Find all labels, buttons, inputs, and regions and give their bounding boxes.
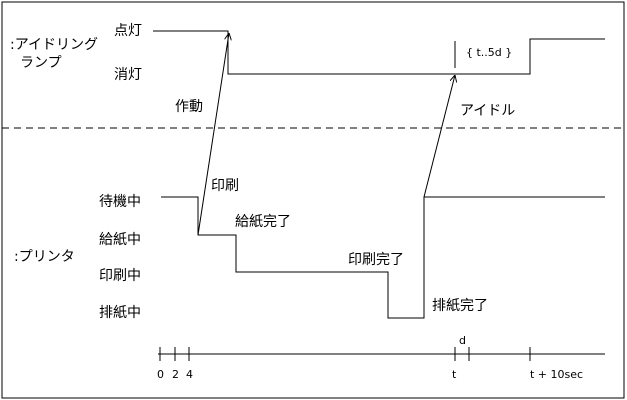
duration-constraint: { t..5d } <box>466 46 512 59</box>
lamp-state-timeline <box>153 30 605 75</box>
printer-state-printing-label: 印刷中 <box>99 268 141 284</box>
printer-state-ejecting-label: 排紙中 <box>99 305 141 321</box>
printer-name: :プリンタ <box>14 249 75 265</box>
lamp-state-on-label: 点灯 <box>114 23 142 39</box>
tick-label-0: 0 <box>157 368 164 381</box>
tick-label-t: t <box>452 368 457 381</box>
tick-label-d: d <box>459 334 466 347</box>
tick-label-4: 4 <box>186 368 193 381</box>
message-idle-arrow <box>423 75 455 198</box>
time-axis: 0 2 4 t d t + 10sec <box>157 334 605 381</box>
message-feed-done-label: 給紙完了 <box>235 214 291 230</box>
lamp-name-line1: :アイドリング <box>10 37 98 53</box>
message-print-label: 印刷 <box>211 178 239 194</box>
message-activate-arrow <box>197 33 229 236</box>
message-activate-label: 作動 <box>175 99 203 115</box>
message-print-done-label: 印刷完了 <box>348 252 404 268</box>
lamp-name-line2: ランプ <box>20 55 62 71</box>
tick-label-2: 2 <box>172 368 179 381</box>
printer-state-feeding-label: 給紙中 <box>99 232 141 248</box>
printer-state-standby-label: 待機中 <box>99 194 141 210</box>
printer-state-timeline <box>161 196 605 319</box>
message-idle-label: アイドル <box>460 103 515 119</box>
lamp-state-off-label: 消灯 <box>114 67 142 83</box>
message-eject-done-label: 排紙完了 <box>432 298 488 314</box>
tick-label-t-plus-10sec: t + 10sec <box>530 368 583 381</box>
